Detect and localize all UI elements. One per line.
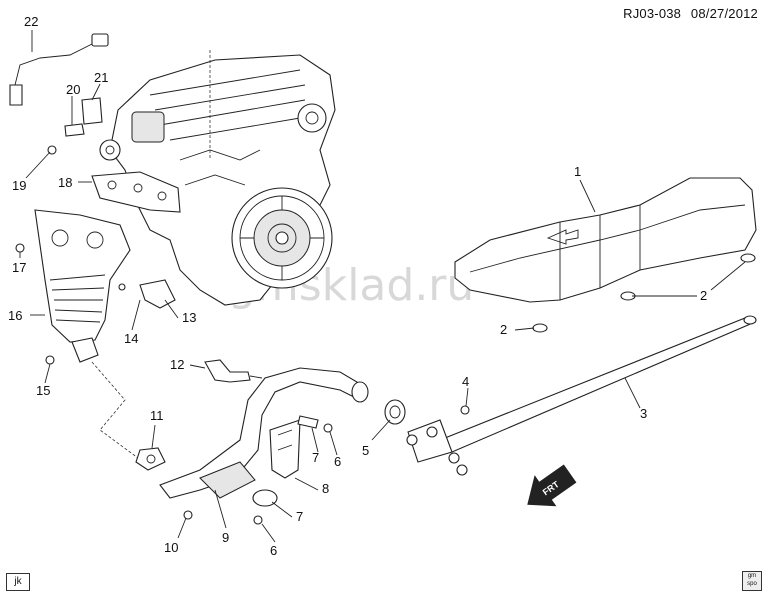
exhaust-pipe <box>406 315 757 476</box>
callouts: 22 20 21 19 18 17 16 15 14 13 12 11 10 9… <box>8 14 707 558</box>
oxygen-sensor-upper <box>9 33 109 106</box>
forward-arrow-icon: FRT <box>527 464 577 507</box>
callout-20: 20 <box>66 82 80 97</box>
callout-6b: 6 <box>270 543 277 558</box>
callout-11: 11 <box>150 408 164 423</box>
callout-12: 12 <box>170 357 184 372</box>
callout-18: 18 <box>58 175 72 190</box>
pipe-gasket <box>384 399 406 425</box>
nut <box>183 510 193 520</box>
callout-14: 14 <box>124 331 138 346</box>
heat-shield-icon <box>454 177 757 303</box>
callout-9: 9 <box>222 530 229 545</box>
callout-1: 1 <box>574 164 581 179</box>
callout-2a: 2 <box>500 322 507 337</box>
callout-10: 10 <box>164 540 178 555</box>
callout-5: 5 <box>362 443 369 458</box>
diagram-code: RJ03-038 <box>623 6 682 21</box>
callout-15: 15 <box>36 383 50 398</box>
diagram-header: RJ03-038 08/27/2012 <box>617 6 758 21</box>
oxygen-sensor-lower <box>204 359 263 383</box>
manifold-gasket <box>91 171 181 213</box>
bolt <box>45 355 55 365</box>
callout-13: 13 <box>182 310 196 325</box>
callout-17: 17 <box>12 260 26 275</box>
intermediate-pipe <box>159 367 369 499</box>
callout-21: 21 <box>94 70 108 85</box>
bracket <box>139 279 176 309</box>
callout-6a: 6 <box>334 454 341 469</box>
diagram-date: 08/27/2012 <box>690 6 758 21</box>
alignment-line <box>91 361 139 459</box>
gm-logo-icon: gm spo <box>742 571 762 591</box>
stud <box>118 283 126 291</box>
exhaust-manifold <box>34 209 131 363</box>
flange-gasket <box>135 447 166 471</box>
callout-8: 8 <box>322 481 329 496</box>
callout-4: 4 <box>462 374 469 389</box>
clamp-hanger <box>252 415 333 525</box>
callout-7a: 7 <box>312 450 319 465</box>
callout-3: 3 <box>640 406 647 421</box>
leader-lines <box>19 30 746 543</box>
callout-19: 19 <box>12 178 26 193</box>
isolator <box>740 253 756 263</box>
callout-2b: 2 <box>700 288 707 303</box>
heat-shield-bracket <box>64 97 103 137</box>
callout-22: 22 <box>24 14 38 29</box>
callout-16: 16 <box>8 308 22 323</box>
callout-7b: 7 <box>296 509 303 524</box>
nut <box>15 243 25 253</box>
corner-tag: jk <box>6 573 30 591</box>
nut <box>460 405 470 415</box>
isolator <box>532 323 548 333</box>
